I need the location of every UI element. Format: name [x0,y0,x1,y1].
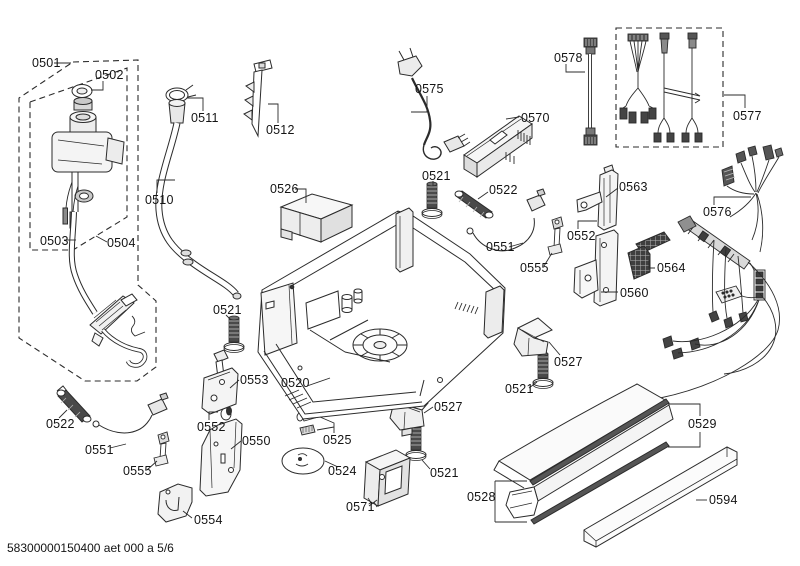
drawing-screw-0521-left [223,315,245,353]
part-label-0529: 0529 [688,417,717,431]
drawing-bracket-0560 [573,229,619,307]
drawing-bracket-0553 [201,349,239,415]
part-label-0524: 0524 [328,464,357,478]
drawing-foot-0527-right [513,317,553,357]
part-label-0525: 0525 [323,433,352,447]
drawing-latch-right [547,216,564,256]
drawing-drain-hose [155,84,242,300]
drawing-latch-left [153,431,170,467]
drawing-grid-block-0564 [627,231,671,280]
part-label-0576: 0576 [703,205,732,219]
part-label-0503: 0503 [40,234,69,248]
part-label-0521-bottom-right: 0521 [505,382,534,396]
drawing-screw-0521-top [421,181,443,219]
drawing-wiring-harness [641,144,784,408]
drawing-inlet-valve-assembly [51,84,125,229]
drawing-disc-0524 [281,447,325,475]
part-label-0526: 0526 [270,182,299,196]
drawing-insulation-assembly [493,383,674,525]
part-label-0521-left: 0521 [213,303,242,317]
part-label-0552-left: 0552 [197,420,226,434]
part-label-0554: 0554 [194,513,223,527]
part-label-0521-bottom-left: 0521 [430,466,459,480]
part-label-0522-top: 0522 [489,183,518,197]
drawing-aquastop-unit [68,211,148,368]
part-label-0578: 0578 [554,51,583,65]
drawing-plinth-0594 [583,446,738,548]
drawing-sensor-cable-right [466,188,546,252]
drawing-sensor-cable-left [92,392,169,434]
part-label-0504: 0504 [107,236,136,250]
part-label-0511: 0511 [191,111,219,125]
part-label-0555-right: 0555 [520,261,549,275]
part-label-0520: 0520 [281,376,310,390]
drawing-power-cord [397,47,471,160]
drawing-cable-0578 [583,37,598,146]
part-label-0528: 0528 [467,490,496,504]
part-label-0501: 0501 [32,56,61,70]
part-label-0563: 0563 [619,180,648,194]
part-label-0521-top: 0521 [422,169,451,183]
drawing-strip-0522-top [454,190,494,219]
part-label-0575: 0575 [415,82,444,96]
part-label-0527-right: 0527 [554,355,583,369]
part-label-0577: 0577 [733,109,762,123]
part-label-0551-right: 0551 [486,240,515,254]
part-label-0527-left: 0527 [434,400,463,414]
drawing-base-frame [257,207,506,420]
drawing-control-module [463,115,533,178]
document-code: 58300000150400 aet 000 a 5/6 [7,541,174,555]
drawing-strip-0522-left [56,385,92,423]
part-label-0512: 0512 [266,123,295,137]
part-label-0555-left: 0555 [123,464,152,478]
part-label-0564: 0564 [657,261,686,275]
part-label-0510: 0510 [145,193,174,207]
leader-lines [54,62,751,523]
drawing-harness-set-box [615,27,724,148]
part-label-0552-right: 0552 [567,229,596,243]
part-label-0594: 0594 [709,493,738,507]
drawing-cover-box [279,193,354,243]
part-label-0522-left: 0522 [46,417,75,431]
outer-dashed-box-0501 [18,59,157,382]
part-label-0553: 0553 [240,373,269,387]
part-label-0502: 0502 [95,68,124,82]
drawing-bracket-0563 [576,164,619,231]
drawing-spike-strip [243,59,273,138]
drawing-bracket-0550 [199,418,243,497]
part-label-0570: 0570 [521,111,550,125]
part-label-0560: 0560 [620,286,649,300]
part-label-0551-left: 0551 [85,443,114,457]
part-label-0550: 0550 [242,434,271,448]
part-label-0571: 0571 [346,500,375,514]
drawing-bracket-0554 [157,483,193,523]
drawing-box-0571 [363,449,412,508]
